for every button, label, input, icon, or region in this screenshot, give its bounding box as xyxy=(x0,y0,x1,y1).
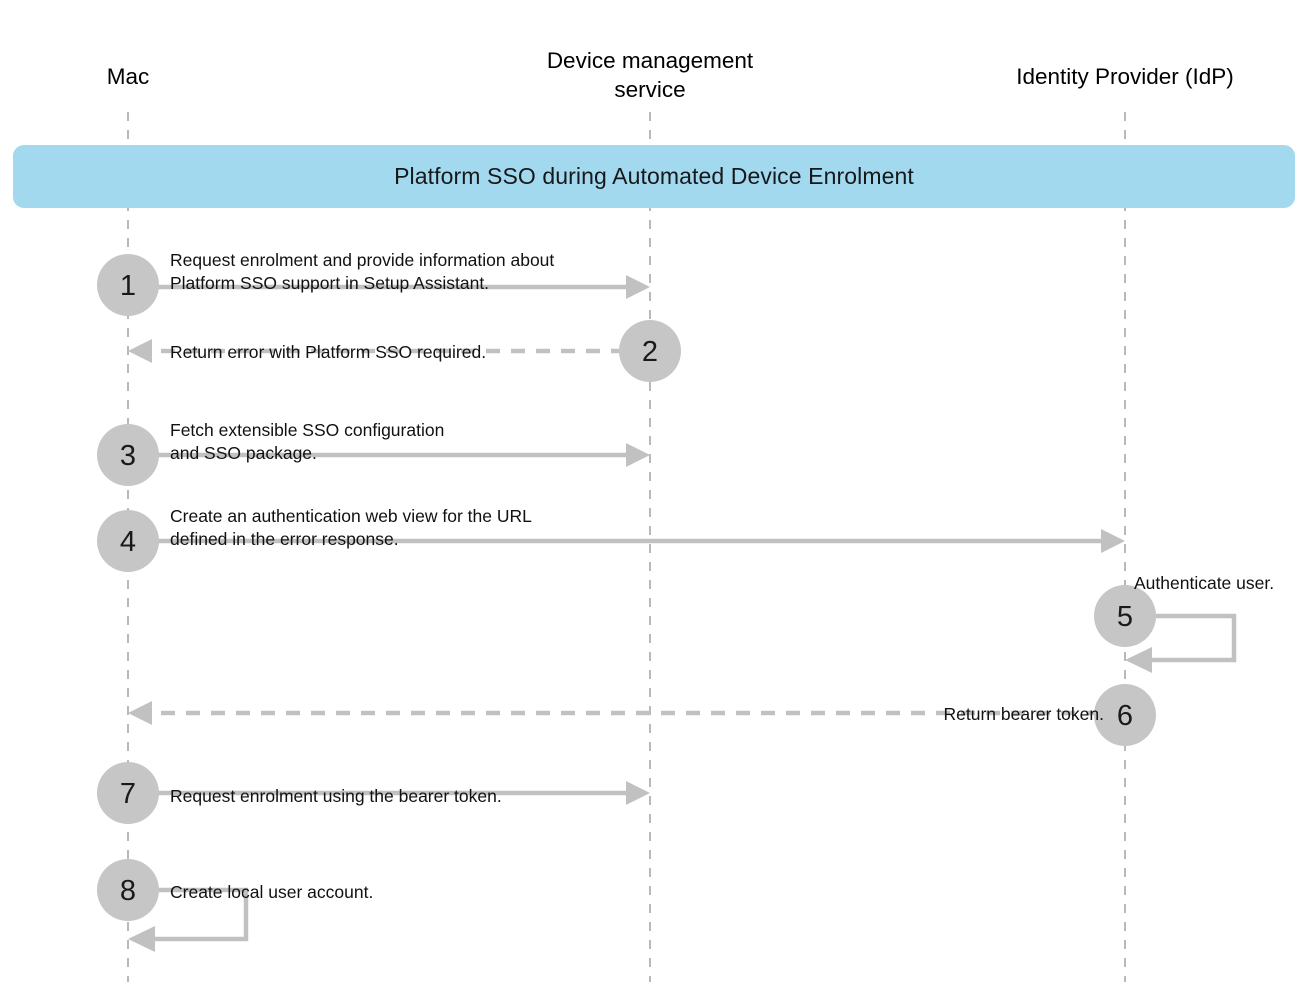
step-circle-6 xyxy=(1094,684,1156,746)
message-label-6: Return bearer token. xyxy=(700,680,1104,726)
actor-header-identity-provider: Identity Provider (IdP) xyxy=(965,33,1285,91)
step-number-8: 8 xyxy=(120,875,136,907)
actor-header-mac: Mac xyxy=(48,33,208,91)
self-loop-line-8 xyxy=(153,887,249,942)
phase-banner xyxy=(13,145,1295,208)
message-label-4: Create an authentication web view for th… xyxy=(170,482,730,551)
step-marker-5: 5 xyxy=(1094,585,1156,647)
actor-header-device-management-service: Device management service xyxy=(490,17,810,104)
message-label-1: Request enrolment and provide informatio… xyxy=(170,226,690,295)
step-marker-1: 1 xyxy=(97,254,159,316)
step-number-4: 4 xyxy=(120,526,136,558)
step-marker-7: 7 xyxy=(97,762,159,824)
arrow-head-7 xyxy=(626,781,650,805)
step-circle-4 xyxy=(97,510,159,572)
step-number-6: 6 xyxy=(1117,700,1133,732)
step-circle-1 xyxy=(97,254,159,316)
actor-header-mac-label: Mac xyxy=(106,64,150,89)
step-marker-4: 4 xyxy=(97,510,159,572)
actor-header-identity-provider-label: Identity Provider (IdP) xyxy=(1016,64,1234,89)
message-label-7-text: Request enrolment using the bearer token… xyxy=(170,786,502,806)
arrow-head-1 xyxy=(626,275,650,299)
arrow-head-2 xyxy=(128,339,152,363)
step-number-1: 1 xyxy=(120,270,136,302)
step-number-5: 5 xyxy=(1117,601,1133,633)
step-circle-2 xyxy=(619,320,681,382)
actor-header-device-management-service-label: Device management service xyxy=(546,48,754,102)
arrow-head-4 xyxy=(1101,529,1125,553)
step-circle-3 xyxy=(97,424,159,486)
step-number-2: 2 xyxy=(642,336,658,368)
step-number-3: 3 xyxy=(120,440,136,472)
step-circle-7 xyxy=(97,762,159,824)
arrow-head-6 xyxy=(128,701,152,725)
message-label-2: Return error with Platform SSO required. xyxy=(170,318,690,364)
message-label-6-text: Return bearer token. xyxy=(943,704,1104,724)
message-label-5: Authenticate user. xyxy=(1134,549,1303,595)
arrow-head-8 xyxy=(128,926,155,952)
step-circle-8 xyxy=(97,859,159,921)
message-label-1-text: Request enrolment and provide informatio… xyxy=(170,250,555,293)
message-label-3: Fetch extensible SSO configuration and S… xyxy=(170,396,690,465)
message-label-7: Request enrolment using the bearer token… xyxy=(170,762,690,808)
message-label-8: Create local user account. xyxy=(170,858,690,904)
step-number-7: 7 xyxy=(120,778,136,810)
message-label-3-text: Fetch extensible SSO configuration and S… xyxy=(170,420,445,463)
message-label-8-text: Create local user account. xyxy=(170,882,374,902)
arrow-head-3 xyxy=(626,443,650,467)
step-marker-6: 6 xyxy=(1094,684,1156,746)
step-circle-5 xyxy=(1094,585,1156,647)
step-marker-8: 8 xyxy=(97,859,159,921)
message-label-4-text: Create an authentication web view for th… xyxy=(170,506,532,549)
step-marker-3: 3 xyxy=(97,424,159,486)
step-marker-2: 2 xyxy=(619,320,681,382)
self-loop-line-5 xyxy=(1150,613,1237,663)
arrow-head-5 xyxy=(1125,647,1152,673)
message-label-2-text: Return error with Platform SSO required. xyxy=(170,342,487,362)
message-label-5-text: Authenticate user. xyxy=(1134,573,1275,593)
